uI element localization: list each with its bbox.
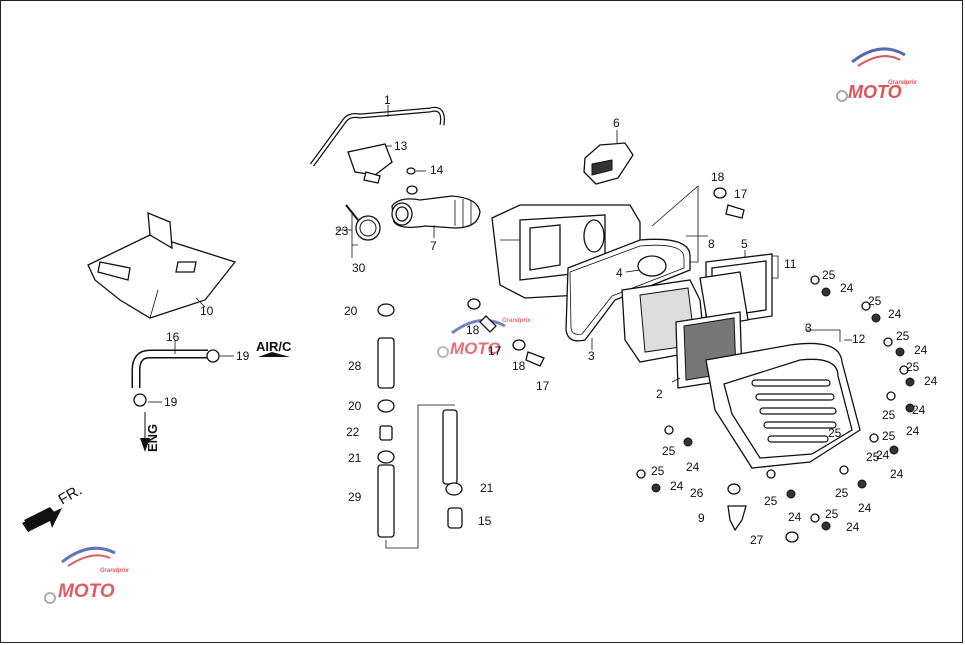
watermark-bottom-left: MOTO Grandprix bbox=[44, 546, 129, 604]
part-label-25: 25 bbox=[825, 507, 839, 521]
part-number-labels: 1 2 3 3 4 5 6 7 8 9 10 11 12 13 14 15 16… bbox=[164, 93, 938, 547]
part-label-20: 20 bbox=[348, 399, 362, 413]
air-guide-part bbox=[87, 211, 237, 319]
part-label-29: 29 bbox=[348, 490, 362, 504]
drain-tube-parts bbox=[377, 303, 463, 549]
part-label-22: 22 bbox=[346, 425, 360, 439]
part-label-14: 14 bbox=[430, 163, 444, 177]
watermark-center: MOTO Grandprix bbox=[437, 318, 531, 358]
part-label-17: 17 bbox=[734, 187, 748, 201]
part-label-25: 25 bbox=[906, 360, 920, 374]
part-label-13: 13 bbox=[394, 139, 408, 153]
part-label-25: 25 bbox=[828, 426, 842, 440]
part-label-24: 24 bbox=[846, 520, 860, 534]
part-label-26: 26 bbox=[690, 486, 704, 500]
cover-screw-set bbox=[636, 275, 915, 543]
part-label-21: 21 bbox=[348, 451, 362, 465]
part-label-9: 9 bbox=[698, 511, 705, 525]
part-label-20: 20 bbox=[344, 304, 358, 318]
part-label-24: 24 bbox=[888, 307, 902, 321]
part-label-15: 15 bbox=[478, 514, 492, 528]
part-label-27: 27 bbox=[750, 533, 764, 547]
part-label-25: 25 bbox=[882, 429, 896, 443]
air-duct-part bbox=[583, 130, 634, 185]
watermark-text: MOTO bbox=[58, 581, 115, 602]
front-direction-label: FR. bbox=[56, 482, 85, 509]
part-label-17: 17 bbox=[488, 344, 502, 358]
part-label-25: 25 bbox=[866, 450, 880, 464]
part-label-23: 23 bbox=[335, 224, 349, 238]
hose-clamp-part bbox=[336, 204, 381, 258]
watermark-text: MOTO bbox=[848, 82, 902, 102]
part-label-25: 25 bbox=[764, 494, 778, 508]
part-label-24: 24 bbox=[914, 343, 928, 357]
part-label-18: 18 bbox=[512, 359, 526, 373]
part-label-28: 28 bbox=[348, 359, 362, 373]
part-label-25: 25 bbox=[868, 294, 882, 308]
part-label-24: 24 bbox=[686, 460, 700, 474]
part-label-25: 25 bbox=[822, 268, 836, 282]
front-direction-arrow bbox=[22, 507, 62, 532]
part-label-3: 3 bbox=[805, 321, 812, 335]
part-label-25: 25 bbox=[882, 408, 896, 422]
breather-hose-part bbox=[131, 340, 290, 452]
part-label-24: 24 bbox=[876, 448, 890, 462]
part-label-18: 18 bbox=[711, 170, 725, 184]
connecting-tube-part bbox=[391, 185, 481, 238]
part-label-1: 1 bbox=[384, 93, 391, 107]
part-label-25: 25 bbox=[651, 464, 665, 478]
watermark-subtext: Grandprix bbox=[888, 80, 917, 86]
part-label-25: 25 bbox=[896, 329, 910, 343]
part-label-25: 25 bbox=[835, 486, 849, 500]
watermark-text: MOTO bbox=[450, 339, 501, 358]
part-label-30: 30 bbox=[352, 261, 366, 275]
part-label-7: 7 bbox=[430, 239, 437, 253]
watermark-subtext: Grandprix bbox=[100, 568, 129, 574]
part-label-24: 24 bbox=[924, 374, 938, 388]
air-cleaner-direction-label: AIR/C bbox=[256, 339, 292, 354]
engine-direction-label: ENG bbox=[145, 424, 160, 452]
part-label-24: 24 bbox=[912, 403, 926, 417]
part-label-5: 5 bbox=[741, 237, 748, 251]
cover-bracket-part bbox=[347, 143, 426, 184]
part-label-18: 18 bbox=[466, 323, 480, 337]
part-label-25: 25 bbox=[662, 444, 676, 458]
part-label-12: 12 bbox=[852, 332, 866, 346]
part-label-24: 24 bbox=[788, 510, 802, 524]
part-label-3: 3 bbox=[588, 349, 595, 363]
part-label-16: 16 bbox=[166, 330, 180, 344]
part-label-24: 24 bbox=[670, 479, 684, 493]
air-cleaner-cover-part bbox=[705, 326, 861, 469]
part-label-4: 4 bbox=[616, 266, 623, 280]
watermark-top-right: MOTO Grandprix bbox=[836, 47, 917, 102]
part-label-19: 19 bbox=[236, 349, 250, 363]
part-label-2: 2 bbox=[656, 387, 663, 401]
part-label-19: 19 bbox=[164, 395, 178, 409]
part-label-11: 11 bbox=[784, 257, 797, 271]
part-label-24: 24 bbox=[890, 467, 904, 481]
part-label-24: 24 bbox=[906, 424, 920, 438]
part-label-10: 10 bbox=[200, 304, 214, 318]
part-label-17: 17 bbox=[536, 379, 550, 393]
part-label-24: 24 bbox=[840, 281, 854, 295]
part-label-21: 21 bbox=[480, 481, 494, 495]
part-label-8: 8 bbox=[708, 237, 715, 251]
breather-tube-part bbox=[309, 105, 445, 167]
watermark-subtext: Grandprix bbox=[502, 318, 531, 324]
part-label-6: 6 bbox=[613, 116, 620, 130]
part-label-24: 24 bbox=[858, 501, 872, 515]
bolt-washer-set bbox=[467, 187, 745, 367]
